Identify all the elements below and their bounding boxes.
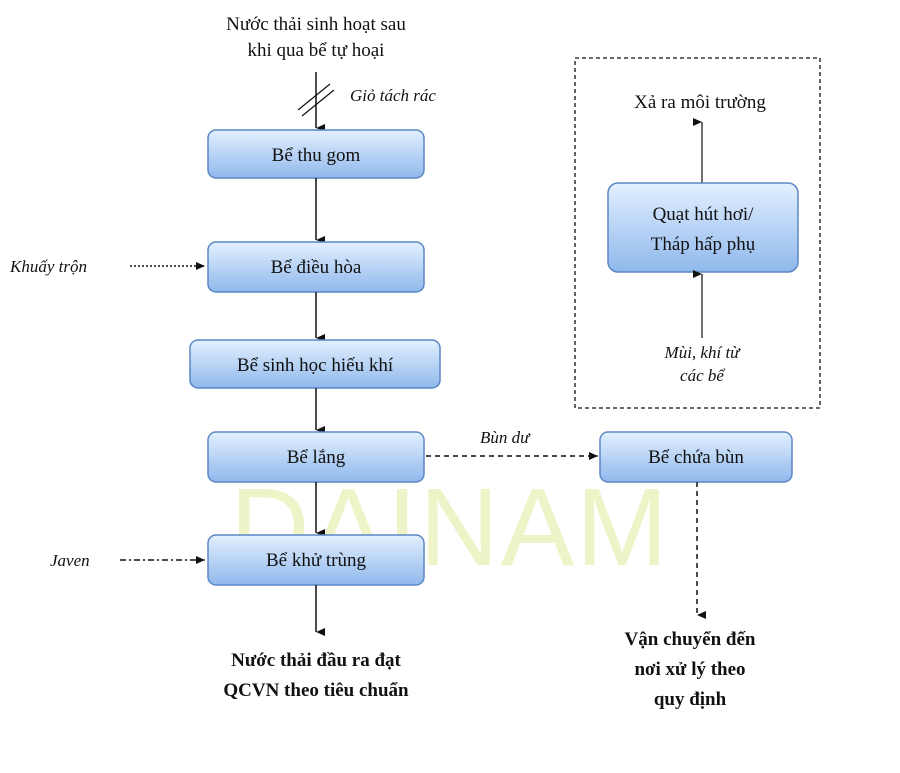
odor-line2: các bể [680, 366, 725, 385]
javen-label: Javen [50, 551, 90, 570]
box-collection: Bể thu gom [207, 129, 425, 179]
sludge-output-line3: quy định [654, 689, 727, 710]
svg-text:Bể thu gom: Bể thu gom [272, 145, 361, 166]
output-line1: Nước thải đầu ra đạt [231, 650, 401, 671]
svg-text:Bể sinh học hiếu khí: Bể sinh học hiếu khí [237, 355, 394, 376]
mixing-label: Khuấy trộn [9, 257, 87, 276]
box-aerobic: Bể sinh học hiếu khí [189, 339, 441, 389]
box-settling: Bể lắng [207, 431, 425, 483]
box-fan-adsorption: Quạt hút hơi/ Tháp hấp phụ [607, 182, 799, 273]
box-equalization: Bể điều hòa [207, 241, 425, 293]
screen-symbol [297, 83, 331, 111]
box-disinfection: Bể khử trùng [207, 534, 425, 586]
excess-sludge-label: Bùn dư [480, 428, 531, 447]
svg-text:Bể lắng: Bể lắng [287, 447, 346, 468]
svg-text:Quạt hút hơi/: Quạt hút hơi/ [653, 204, 755, 225]
input-line1: Nước thải sinh hoạt sau [226, 14, 406, 35]
discharge-label: Xả ra môi trường [634, 92, 766, 113]
svg-text:Bể điều hòa: Bể điều hòa [271, 257, 362, 278]
screen-label: Giỏ tách rác [350, 86, 436, 105]
input-line2: khi qua bể tự hoại [248, 40, 385, 61]
output-line2: QCVN theo tiêu chuẩn [223, 680, 409, 701]
svg-text:Bể khử trùng: Bể khử trùng [266, 550, 367, 571]
svg-text:Tháp hấp phụ: Tháp hấp phụ [651, 234, 756, 255]
sludge-output-line1: Vận chuyển đến [625, 629, 756, 650]
odor-treatment-frame [574, 57, 821, 409]
svg-text:Bể chứa bùn: Bể chứa bùn [648, 447, 744, 468]
sludge-output-line2: nơi xử lý theo [634, 659, 745, 680]
box-sludge: Bể chứa bùn [599, 431, 793, 483]
odor-line1: Mùi, khí từ [664, 343, 742, 362]
